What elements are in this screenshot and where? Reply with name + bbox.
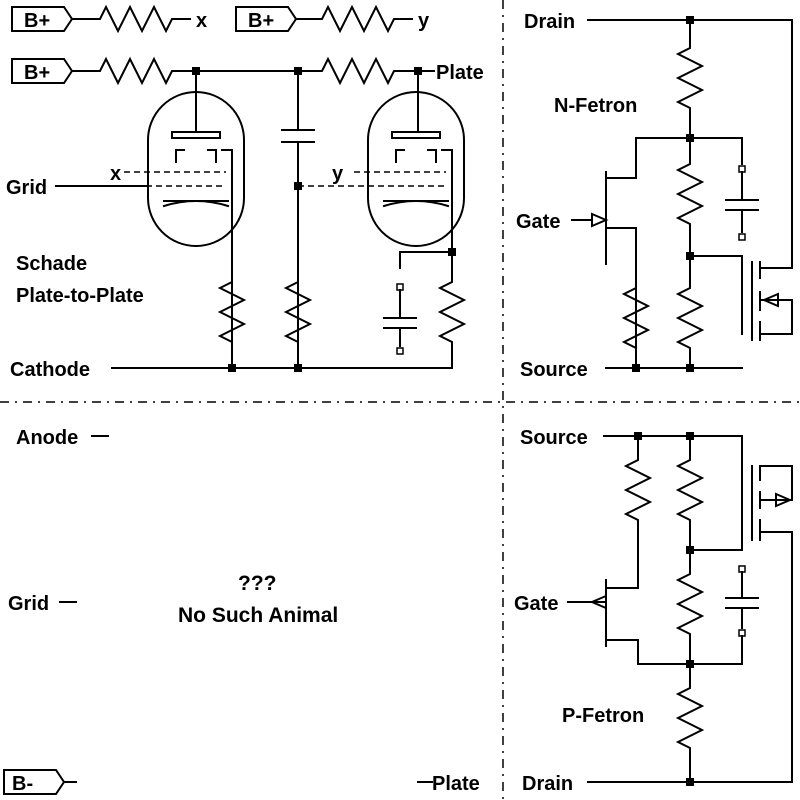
grid-node-x: x xyxy=(110,163,121,185)
source-resistor-1 xyxy=(623,435,653,589)
source-resistor-2 xyxy=(675,255,705,371)
supply-tag-2 xyxy=(235,6,298,32)
junction xyxy=(228,364,236,372)
supply-tag-3 xyxy=(11,58,74,84)
drain-resistor xyxy=(675,663,705,783)
tube-2-cathode-lead xyxy=(441,149,453,253)
title-line-2: Plate-to-Plate xyxy=(16,285,144,307)
tube-2-plate xyxy=(391,131,441,139)
tube-1-plate xyxy=(171,131,221,139)
node-1 xyxy=(635,137,743,165)
tube-2-cathode xyxy=(395,149,437,163)
title-line-1: Schade xyxy=(16,253,87,275)
drain-label: Drain xyxy=(522,773,573,795)
mosfet-gate-lead xyxy=(689,255,743,335)
junction xyxy=(294,364,302,372)
source-rail xyxy=(603,435,743,467)
grid-node-y: y xyxy=(332,163,344,185)
tube-2-envelope xyxy=(367,91,465,247)
supply-tag-2-label: B+ xyxy=(248,10,274,32)
source-resistor-2 xyxy=(675,435,705,551)
cap-terminal xyxy=(738,233,746,241)
cathode-resistor-1 xyxy=(217,269,247,367)
junction xyxy=(686,364,694,372)
cathode-resistor-3 xyxy=(437,251,467,367)
n-fetron-label: N-Fetron xyxy=(554,95,637,117)
junction xyxy=(686,778,694,786)
drain-label: Drain xyxy=(524,11,575,33)
mosfet-arrow xyxy=(761,292,779,308)
supply-minus-label: B- xyxy=(12,773,33,795)
cathode-resistor-2 xyxy=(283,269,313,367)
supply-tag-3-label: B+ xyxy=(24,62,50,84)
gate-label: Gate xyxy=(514,593,558,615)
plate-resistor-2 xyxy=(297,56,419,86)
source-label: Source xyxy=(520,427,588,449)
source-resistor-1 xyxy=(621,277,651,350)
supply-tag-1-label: B+ xyxy=(24,10,50,32)
tube-1-envelope xyxy=(147,91,245,247)
n-fetron-circuit: Drain N-Fetron Gate Source xyxy=(516,11,793,381)
question-label: ??? xyxy=(238,572,276,595)
bypass-lead xyxy=(399,251,453,269)
mosfet-arrow xyxy=(775,492,793,508)
no-such-animal: Anode Grid ??? No Such Animal B- Plate xyxy=(3,427,480,795)
drain-return xyxy=(759,531,793,783)
gate-arrow xyxy=(591,212,609,228)
mosfet-gate-lead xyxy=(689,467,743,551)
resistor-y xyxy=(295,4,413,34)
schade-circuit: B+ B+ B+ x y Plate x Grid xyxy=(6,4,484,381)
grid-label: Grid xyxy=(8,593,49,615)
gate-arrow xyxy=(589,594,607,610)
plate-label: Plate xyxy=(436,62,484,84)
mid-resistor xyxy=(675,549,705,665)
node-y-label: y xyxy=(418,10,430,32)
source-label: Source xyxy=(520,359,588,381)
node-x-label: x xyxy=(196,10,207,32)
supply-tag-minus xyxy=(3,769,66,795)
tube-1-cathode xyxy=(175,149,217,163)
junction xyxy=(632,364,640,372)
grid-label: Grid xyxy=(6,177,47,199)
gate-label: Gate xyxy=(516,211,560,233)
caption-label: No Such Animal xyxy=(178,604,338,627)
node-1 xyxy=(637,635,743,665)
cathode-label: Cathode xyxy=(10,359,90,381)
mid-resistor xyxy=(675,137,705,257)
jfet xyxy=(605,579,639,665)
plate-resistor-1 xyxy=(71,56,197,86)
plate-label: Plate xyxy=(432,773,480,795)
resistor-x xyxy=(71,4,191,34)
anode-label: Anode xyxy=(16,427,78,449)
p-fetron-label: P-Fetron xyxy=(562,705,644,727)
jfet xyxy=(605,137,637,371)
drain-resistor xyxy=(675,19,705,139)
supply-tag-1 xyxy=(11,6,74,32)
p-fetron-circuit: Source Gate P-Fetron Drain xyxy=(514,427,793,795)
cap-terminal xyxy=(396,347,404,355)
